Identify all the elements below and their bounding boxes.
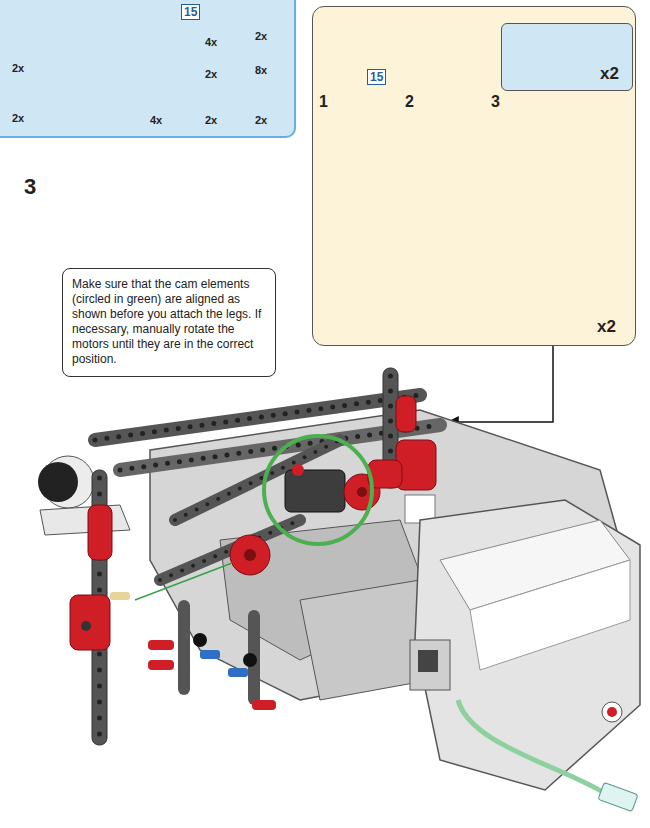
quantity: 2x bbox=[205, 68, 217, 80]
leader-arrow bbox=[448, 346, 553, 422]
note-text: Make sure that the cam elements (circled… bbox=[72, 277, 266, 367]
subassembly-panel: 1 15 2 3 x2 x2 bbox=[312, 6, 636, 346]
quantity: 2x bbox=[12, 112, 24, 124]
quantity: 4x bbox=[205, 36, 217, 48]
quantity: 2x bbox=[205, 114, 217, 126]
robot-model bbox=[38, 368, 640, 812]
callout-number: 15 bbox=[367, 69, 386, 85]
quantity: 4x bbox=[150, 114, 162, 126]
quantity: 8x bbox=[255, 64, 267, 76]
step-number: 3 bbox=[24, 174, 36, 200]
quantity: 2x bbox=[255, 114, 267, 126]
parts-list-panel: 15 4x 2x 2x 2x 8x 2x 4x 2x 2x bbox=[0, 0, 296, 138]
callout-number: 15 bbox=[181, 4, 200, 20]
multiplier: x2 bbox=[597, 317, 616, 337]
substep-number: 2 bbox=[405, 93, 414, 111]
inset-box: x2 bbox=[501, 23, 633, 91]
multiplier: x2 bbox=[600, 64, 619, 84]
substep-number: 3 bbox=[491, 93, 500, 111]
substep-number: 1 bbox=[319, 93, 328, 111]
note-box: Make sure that the cam elements (circled… bbox=[62, 268, 276, 377]
quantity: 2x bbox=[255, 30, 267, 42]
quantity: 2x bbox=[12, 62, 24, 74]
